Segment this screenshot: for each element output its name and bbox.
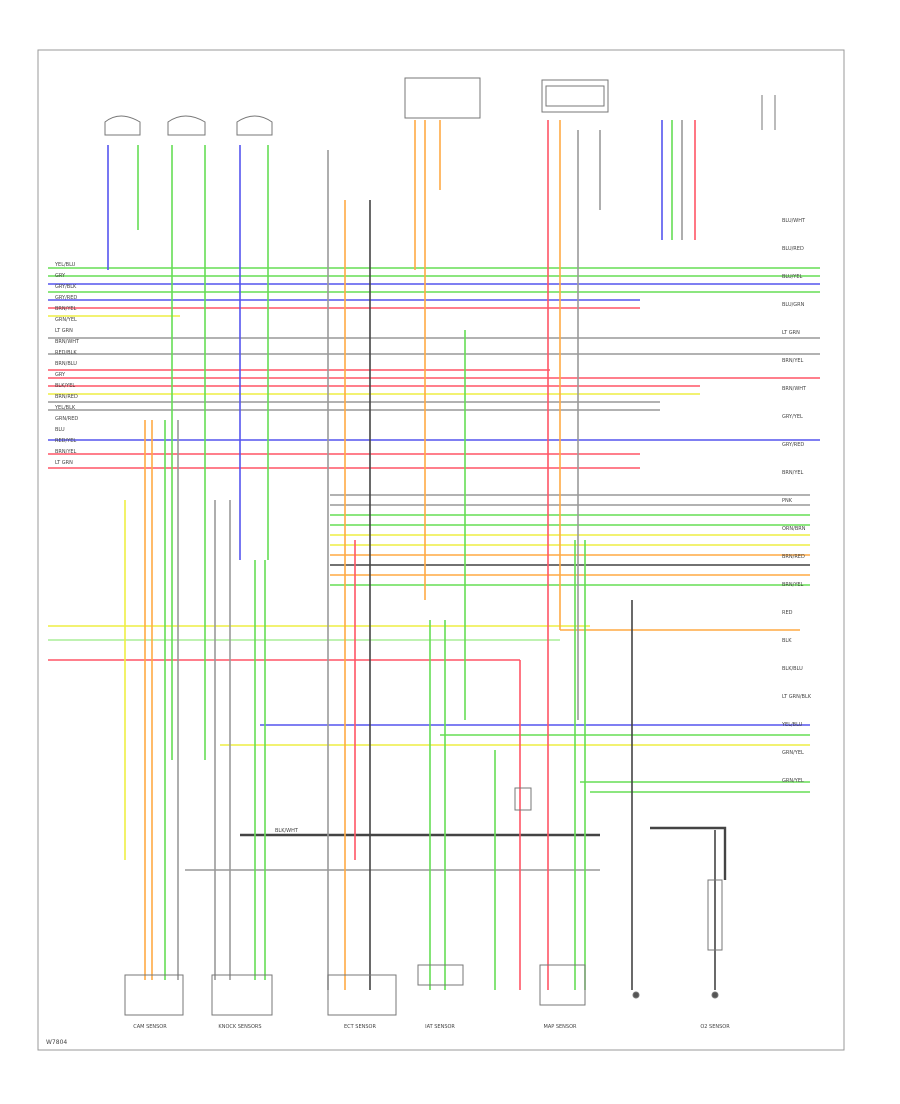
left-wire-label: GRN/YEL: [55, 317, 77, 323]
right-wire-label: ORN/BRN: [782, 526, 806, 532]
left-wire-label: BRN/RED: [55, 394, 78, 400]
left-wire-label: GRY/RED: [55, 295, 77, 301]
left-wire-label: LT GRN: [55, 460, 73, 466]
left-wire-label: BRN/BLU: [55, 361, 77, 367]
component-top-3: [236, 115, 273, 136]
component-top-2: [167, 115, 206, 136]
right-wire-label: BRN/YEL: [782, 582, 804, 588]
left-wire-label: RED/YEL: [55, 438, 76, 444]
diagram-frame: [37, 49, 845, 1051]
right-wire-label: BRN/YEL: [782, 470, 804, 476]
knock-sensor-box: [211, 974, 273, 1016]
left-wire-label: BRN/WHT: [55, 339, 80, 345]
bottom-component-label: KNOCK SENSORS: [218, 1024, 261, 1030]
right-wire-label: YEL/BLU: [781, 722, 803, 728]
right-wire-label: BLU/YEL: [782, 274, 803, 280]
iat-sensor-box: [417, 964, 464, 986]
bottom-component-label: IAT SENSOR: [425, 1024, 455, 1030]
right-wire-label: BRN/RED: [782, 554, 805, 560]
component-top-box-2: [541, 79, 609, 113]
left-wire-label: GRY/BLK: [55, 284, 77, 290]
left-wire-label: BLK/YEL: [55, 383, 75, 389]
right-wire-label: BLK/BLU: [782, 666, 803, 672]
component-top-switch: [761, 95, 776, 130]
left-wire-label: LT GRN: [55, 328, 73, 334]
left-wire-label: BLU: [55, 427, 65, 433]
bottom-component-label: O2 SENSOR: [700, 1024, 730, 1030]
right-wire-label: PNK: [782, 498, 793, 504]
bottom-component-label: MAP SENSOR: [544, 1024, 578, 1030]
component-top-box-3: [545, 85, 605, 107]
bottom-component-label: CAM SENSOR: [133, 1024, 167, 1030]
right-wire-labels: BLU/WHT BLU/RED BLU/YEL BLU/GRN LT GRN BRN/YE…: [133, 218, 811, 1030]
wire-group: [48, 120, 820, 990]
right-wire-label: BLU/WHT: [782, 218, 806, 224]
ground-label: BLK/WHT: [275, 828, 299, 834]
map-sensor-box: [539, 964, 586, 1006]
left-wire-label: RED/BLK: [55, 350, 77, 356]
cam-sensor-box: [124, 974, 184, 1016]
component-top-1: [104, 115, 141, 136]
o2-sensor-box: [707, 879, 723, 951]
left-wire-label: GRN/RED: [55, 416, 78, 422]
ground-symbol-2: [711, 991, 719, 999]
left-wire-label: YEL/BLU: [54, 262, 76, 268]
right-wire-label: BRN/YEL: [782, 358, 804, 364]
left-wire-label: YEL/BLK: [54, 405, 76, 411]
page-code: W7804: [46, 1039, 67, 1046]
right-wire-label: GRN/YEL: [782, 778, 804, 784]
ect-sensor-box: [327, 974, 397, 1016]
right-wire-label: BLU/RED: [782, 246, 804, 252]
bottom-component-label: ECT SENSOR: [344, 1024, 376, 1030]
component-top-box-1: [404, 77, 481, 119]
right-wire-label: BLU/GRN: [782, 302, 805, 308]
relay-box: [514, 787, 532, 811]
left-wire-label: BRN/YEL: [55, 449, 77, 455]
right-wire-label: GRN/YEL: [782, 750, 804, 756]
o2-harness: [650, 826, 727, 880]
left-wire-label: BRN/YEL: [55, 306, 77, 312]
right-wire-label: GRY/YEL: [782, 414, 803, 420]
right-wire-label: LT GRN: [782, 330, 800, 336]
ground-symbol-1: [632, 991, 640, 999]
right-wire-label: BLK: [782, 638, 792, 644]
left-wire-label: GRY: [55, 273, 66, 279]
right-wire-label: BRN/WHT: [782, 386, 807, 392]
left-wire-labels: YEL/BLU GRY GRY/BLK GRY/RED BRN/YEL GRN/YEL LT…: [54, 262, 80, 466]
right-wire-label: GRY/RED: [782, 442, 804, 448]
bottom-components: [124, 787, 723, 1016]
right-wire-label: RED: [782, 610, 793, 616]
top-components: [104, 77, 776, 136]
right-wire-label: LT GRN/BLK: [782, 694, 812, 700]
left-wire-label: GRY: [55, 372, 66, 378]
